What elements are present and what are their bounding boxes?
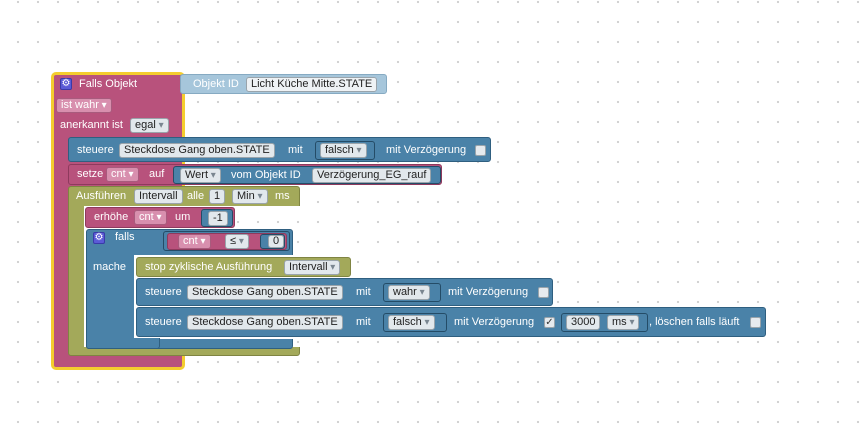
delay-checkbox[interactable] — [538, 287, 549, 298]
value-slot: -1 — [201, 209, 233, 227]
object-id-field[interactable]: Licht Küche Mitte.STATE — [246, 77, 378, 92]
variable-dropdown[interactable]: cnt — [106, 167, 139, 182]
value-slot: falsch — [315, 141, 375, 160]
set-on-label: auf — [149, 168, 165, 180]
compare-value-field[interactable]: 0 — [268, 235, 285, 248]
delay-label: mit Verzögerung — [448, 286, 529, 298]
from-object-label: vom Objekt ID — [231, 169, 301, 181]
interval-unit-dropdown[interactable]: Min — [232, 189, 268, 204]
condition-slot: cnt ≤ 0 — [163, 231, 290, 251]
ack-label: anerkannt ist — [60, 119, 123, 131]
control-with-label: mit — [356, 286, 371, 298]
object-id-label: Objekt ID — [193, 78, 239, 90]
object-id-block[interactable]: Objekt ID Licht Küche Mitte.STATE — [180, 74, 387, 94]
value-dropdown[interactable]: wahr — [388, 285, 430, 300]
control-label: steuere — [77, 144, 114, 156]
clear-running-checkbox[interactable] — [750, 317, 761, 328]
increment-by-label: um — [175, 211, 191, 223]
value-dropdown[interactable]: falsch — [320, 143, 367, 158]
increment-value-field[interactable]: -1 — [208, 211, 228, 226]
value-type-dropdown[interactable]: Wert — [180, 168, 221, 183]
if-label: falls — [115, 231, 135, 243]
interval-name-field[interactable]: Intervall — [134, 189, 183, 204]
interval-label: Ausführen — [76, 190, 127, 202]
set-label: setze — [77, 168, 104, 180]
clear-running-label: , löschen falls läuft — [649, 316, 740, 328]
compare-block[interactable]: cnt ≤ 0 — [167, 233, 287, 250]
delay-slot: 3000 ms — [561, 313, 648, 332]
control-with-label: mit — [288, 144, 303, 156]
value-slot: 0 — [260, 234, 285, 249]
value-slot: Wert vom Objekt ID Verzögerung_EG_rauf — [173, 166, 441, 184]
trigger-title: Falls Objekt — [79, 78, 138, 90]
interval-amount-field[interactable]: 1 — [209, 189, 226, 204]
compare-variable-dropdown[interactable]: cnt — [178, 234, 211, 249]
gear-icon[interactable]: ⚙ — [93, 232, 105, 244]
value-slot: falsch — [383, 313, 447, 332]
control-block-2[interactable]: steuere Steckdose Gang oben.STATE mit wa… — [136, 278, 553, 306]
control-target-field[interactable]: Steckdose Gang oben.STATE — [187, 315, 343, 330]
control-target-field[interactable]: Steckdose Gang oben.STATE — [119, 143, 275, 158]
do-label: mache — [93, 261, 127, 273]
ack-dropdown[interactable]: egal — [130, 118, 169, 133]
delay-label: mit Verzögerung — [454, 316, 535, 328]
interval-every-label: alle — [187, 190, 205, 202]
delay-label: mit Verzögerung — [386, 144, 467, 156]
control-with-label: mit — [356, 316, 371, 328]
control-target-field[interactable]: Steckdose Gang oben.STATE — [187, 285, 343, 300]
gear-icon[interactable]: ⚙ — [60, 78, 72, 90]
operator-dropdown[interactable]: ≤ — [225, 234, 249, 249]
if-block-bottom — [86, 338, 160, 349]
delay-ms-field[interactable]: 3000 — [566, 315, 601, 330]
control-block-1[interactable]: steuere Steckdose Gang oben.STATE mit fa… — [68, 137, 491, 162]
control-label: steuere — [145, 316, 182, 328]
delay-checkbox[interactable]: ✓ — [544, 317, 555, 328]
delay-checkbox[interactable] — [475, 145, 486, 156]
condition-dropdown[interactable]: ist wahr — [56, 98, 112, 113]
increment-block[interactable]: erhöhe cnt um -1 — [85, 207, 235, 228]
control-label: steuere — [145, 286, 182, 298]
object-id-field[interactable]: Verzögerung_EG_rauf — [312, 168, 432, 183]
stop-label: stop zyklische Ausführung — [145, 261, 273, 273]
stop-interval-block[interactable]: stop zyklische Ausführung Intervall — [136, 257, 351, 277]
increment-label: erhöhe — [94, 211, 129, 223]
value-dropdown[interactable]: falsch — [388, 315, 435, 330]
control-block-3[interactable]: steuere Steckdose Gang oben.STATE mit fa… — [136, 307, 766, 337]
increment-variable-dropdown[interactable]: cnt — [134, 210, 167, 225]
value-slot: wahr — [383, 283, 441, 302]
interval-ms-label: ms — [275, 190, 290, 202]
set-variable-block[interactable]: setze cnt auf Wert vom Objekt ID Verzöge… — [68, 164, 442, 185]
stop-name-dropdown[interactable]: Intervall — [284, 260, 341, 275]
delay-unit-dropdown[interactable]: ms — [607, 315, 640, 330]
